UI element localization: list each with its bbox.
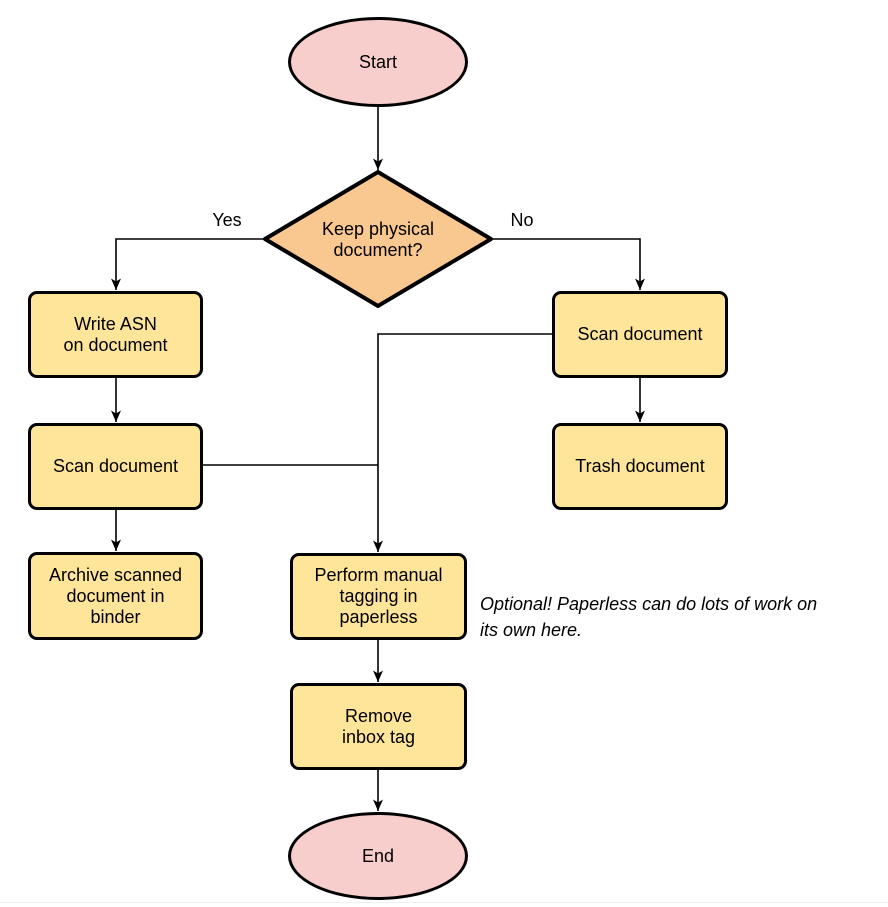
node-write-asn-label: Write ASN on document bbox=[63, 313, 168, 355]
node-end-label: End bbox=[361, 845, 395, 866]
node-scan-document-keep: Scan document bbox=[28, 423, 203, 510]
edge-label-no: No bbox=[510, 210, 534, 230]
node-scan-document-keep-label: Scan document bbox=[52, 456, 179, 476]
node-scan-document-discard-label: Scan document bbox=[577, 324, 703, 344]
node-scan-document-discard: Scan document bbox=[552, 291, 728, 378]
edge-decision-no-to-scan-discard bbox=[491, 238, 645, 290]
node-trash-document: Trash document bbox=[552, 423, 728, 510]
edge-scan-discard-to-tagging bbox=[373, 333, 552, 552]
node-start-label: Start bbox=[358, 51, 397, 72]
edge-label-yes: Yes bbox=[212, 210, 242, 230]
node-decision-label: Keep physical document? bbox=[321, 219, 435, 260]
optional-note: Optional! Paperless can do lots of work … bbox=[480, 594, 818, 640]
node-end: End bbox=[288, 812, 468, 900]
node-manual-tagging: Perform manual tagging in paperless bbox=[290, 553, 467, 640]
node-manual-tagging-label: Perform manual tagging in paperless bbox=[314, 565, 443, 627]
node-remove-inbox-tag: Remove inbox tag bbox=[290, 683, 467, 770]
node-remove-inbox-tag-label: Remove inbox tag bbox=[341, 705, 416, 747]
node-start: Start bbox=[288, 17, 468, 107]
bottom-divider bbox=[0, 902, 888, 903]
node-trash-document-label: Trash document bbox=[575, 456, 705, 476]
node-write-asn: Write ASN on document bbox=[28, 291, 203, 378]
edge-decision-yes-to-write-asn bbox=[111, 238, 265, 290]
decision-diamond-shape bbox=[263, 170, 493, 308]
node-archive-in-binder: Archive scanned document in binder bbox=[28, 552, 203, 640]
node-archive-in-binder-label: Archive scanned document in binder bbox=[48, 564, 183, 627]
